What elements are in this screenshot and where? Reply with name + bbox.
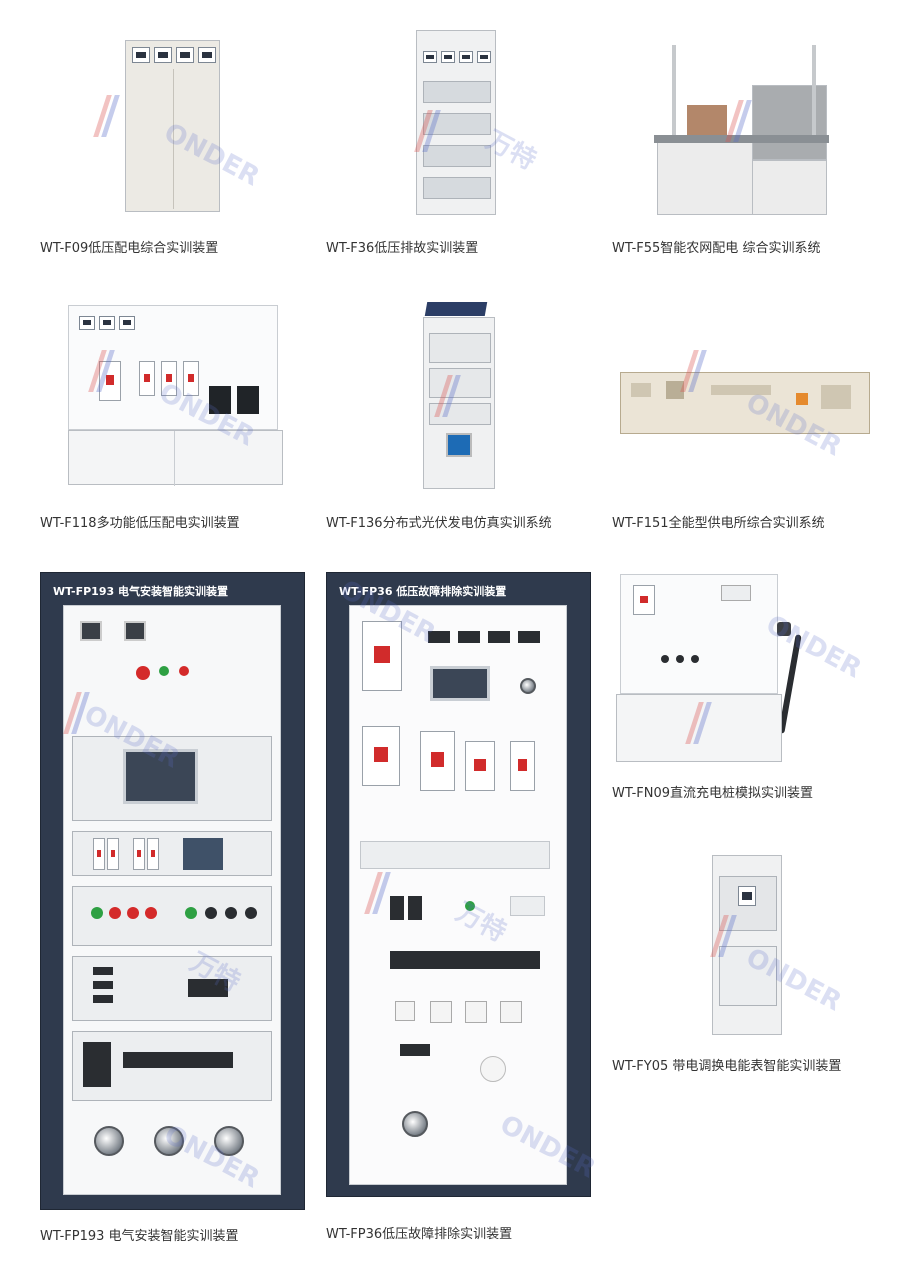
product-caption[interactable]: WT-F118多功能低压配电实训装置	[40, 516, 240, 531]
transformer-stand	[657, 135, 757, 215]
buzzer-knob	[214, 1126, 244, 1156]
product-card-wt-f151[interactable]: ONDER WT-F151全能型供电所综合实训系统	[612, 300, 877, 535]
cabinet-body	[423, 317, 495, 489]
panel-title: WT-FP193 电气安装智能实训装置	[53, 585, 228, 598]
product-image-wt-f36[interactable]: 万特	[326, 25, 588, 220]
product-caption[interactable]: WT-FN09直流充电桩模拟实训装置	[612, 786, 814, 801]
product-card-wt-fn09[interactable]: ONDER WT-FN09直流充电桩模拟实训装置	[612, 572, 877, 807]
product-caption[interactable]: WT-F136分布式光伏发电仿真实训系统	[326, 516, 552, 531]
module-terminals	[72, 956, 272, 1021]
product-image-wt-fn09[interactable]: ONDER	[612, 572, 874, 767]
control-panel	[349, 605, 567, 1185]
product-caption[interactable]: WT-F151全能型供电所综合实训系统	[612, 516, 825, 531]
module-screen	[72, 736, 272, 821]
product-card-wt-f09[interactable]: ONDER WT-F09低压配电综合实训装置	[40, 25, 305, 260]
product-card-wt-f136[interactable]: WT-F136分布式光伏发电仿真实训系统	[326, 300, 591, 535]
cabinet-body	[416, 30, 496, 215]
product-caption[interactable]: WT-FP36低压故障排除实训装置	[326, 1227, 513, 1242]
product-card-wt-f55[interactable]: WT-F55智能农网配电 综合实训系统	[612, 25, 877, 260]
product-card-wt-f118[interactable]: ONDER WT-F118多功能低压配电实训装置	[40, 300, 305, 535]
product-image-wt-f151[interactable]: ONDER	[612, 300, 874, 495]
buzzer-knob	[94, 1126, 124, 1156]
cabinet-body	[712, 855, 782, 1035]
product-card-wt-fy05[interactable]: ONDER WT-FY05 带电调换电能表智能实训装置	[612, 845, 877, 1080]
product-image-wt-f136[interactable]	[326, 300, 588, 495]
training-panel	[68, 305, 278, 430]
product-caption[interactable]: WT-F36低压排故实训装置	[326, 241, 479, 256]
product-caption[interactable]: WT-F55智能农网配电 综合实训系统	[612, 241, 821, 256]
product-card-wt-fp36[interactable]: WT-FP36 低压故障排除实训装置	[326, 572, 596, 1247]
product-image-wt-fp193[interactable]: WT-FP193 电气安装智能实训装置	[40, 572, 308, 1212]
product-image-wt-fp36[interactable]: WT-FP36 低压故障排除实训装置	[326, 572, 594, 1212]
product-card-wt-f36[interactable]: 万特 WT-F36低压排故实训装置	[326, 25, 591, 260]
charger-panel	[620, 574, 778, 694]
product-card-wt-fp193[interactable]: WT-FP193 电气安装智能实训装置	[40, 572, 310, 1247]
cabinet-base	[68, 430, 283, 486]
cabinet-base	[616, 694, 782, 762]
product-caption[interactable]: WT-F09低压配电综合实训装置	[40, 241, 219, 256]
product-image-wt-fy05[interactable]: ONDER	[612, 845, 874, 1040]
module-inverter	[72, 1031, 272, 1101]
module-breakers	[72, 831, 272, 876]
product-image-wt-f118[interactable]: ONDER	[40, 300, 302, 495]
wall-panel	[620, 372, 870, 434]
buzzer-knob	[154, 1126, 184, 1156]
product-caption[interactable]: WT-FY05 带电调换电能表智能实训装置	[612, 1059, 842, 1074]
product-caption[interactable]: WT-FP193 电气安装智能实训装置	[40, 1229, 239, 1244]
product-image-wt-f09[interactable]: ONDER	[40, 25, 302, 220]
cabinet-frame: WT-FP36 低压故障排除实训装置	[326, 572, 591, 1197]
module-buttons	[72, 886, 272, 946]
cabinet-body	[125, 40, 220, 212]
lower-cabinet	[752, 160, 827, 215]
product-image-wt-f55[interactable]	[612, 25, 874, 220]
cabinet-frame: WT-FP193 电气安装智能实训装置	[40, 572, 305, 1210]
control-panel	[63, 605, 281, 1195]
panel-title: WT-FP36 低压故障排除实训装置	[339, 585, 507, 598]
